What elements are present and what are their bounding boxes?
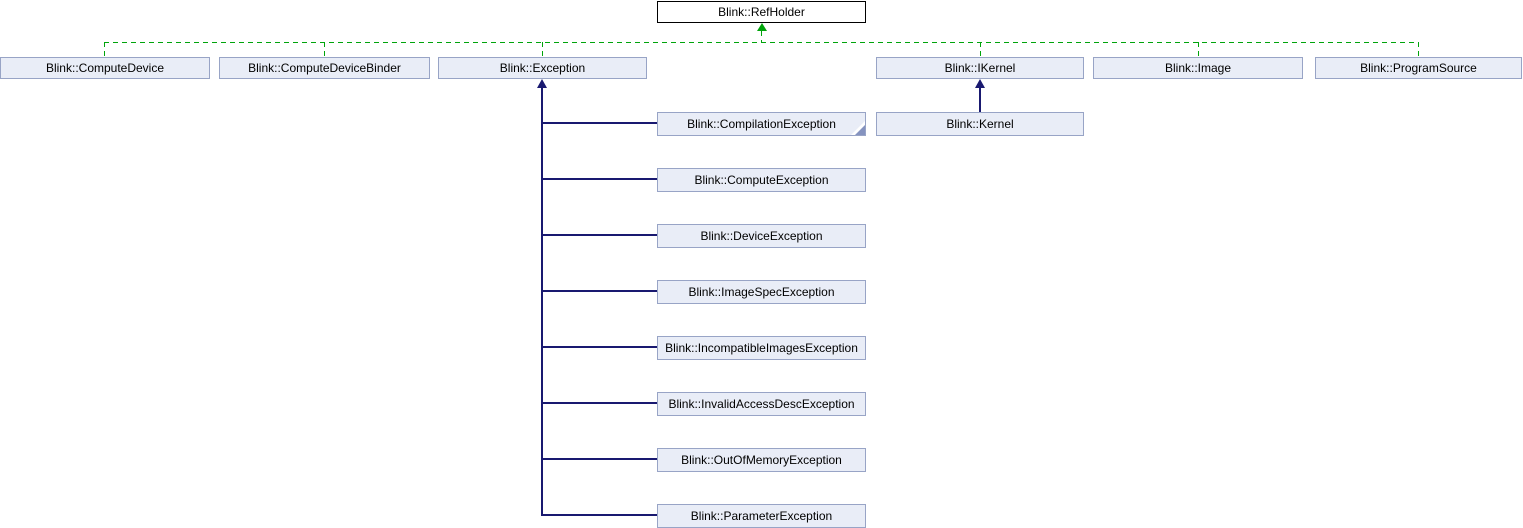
class-node-deviceexception[interactable]: Blink::DeviceException bbox=[657, 224, 866, 248]
class-node-exception[interactable]: Blink::Exception bbox=[438, 57, 647, 79]
dashed-connector-stub-programsource bbox=[1418, 42, 1419, 57]
class-node-compilationexception-label: Blink::CompilationException bbox=[687, 117, 836, 131]
class-node-ikernel[interactable]: Blink::IKernel bbox=[876, 57, 1084, 79]
class-node-image[interactable]: Blink::Image bbox=[1093, 57, 1303, 79]
dashed-connector-stub-exception bbox=[542, 42, 543, 57]
class-node-ikernel-label: Blink::IKernel bbox=[944, 61, 1016, 75]
class-node-computeexception-label: Blink::ComputeException bbox=[694, 173, 829, 187]
class-node-parameterexception[interactable]: Blink::ParameterException bbox=[657, 504, 866, 528]
class-node-computeexception[interactable]: Blink::ComputeException bbox=[657, 168, 866, 192]
inheritance-branch-deviceexception bbox=[542, 234, 657, 236]
class-node-computedevicebinder-label: Blink::ComputeDeviceBinder bbox=[248, 61, 401, 75]
class-node-outofmemoryexception-label: Blink::OutOfMemoryException bbox=[681, 453, 842, 467]
inheritance-trunk-exception bbox=[541, 86, 543, 516]
navy-arrow-up-ikernel-icon bbox=[975, 79, 985, 88]
inheritance-branch-compilationexception bbox=[542, 122, 657, 124]
class-node-incompatibleimagesexception-label: Blink::IncompatibleImagesException bbox=[665, 341, 858, 355]
inheritance-branch-invalidaccessdescexception bbox=[542, 402, 657, 404]
class-node-image-label: Blink::Image bbox=[1164, 61, 1232, 75]
class-node-imagespecexception-label: Blink::ImageSpecException bbox=[688, 285, 835, 299]
inheritance-branch-parameterexception bbox=[542, 514, 657, 516]
class-node-computedevice-label: Blink::ComputeDevice bbox=[45, 61, 165, 75]
class-node-programsource-label: Blink::ProgramSource bbox=[1360, 61, 1477, 75]
inheritance-branch-incompatibleimagesexception bbox=[542, 346, 657, 348]
dashed-connector-stub-computedevicebinder bbox=[324, 42, 325, 57]
class-node-invalidaccessdescexception[interactable]: Blink::InvalidAccessDescException bbox=[657, 392, 866, 416]
class-node-deviceexception-label: Blink::DeviceException bbox=[700, 229, 823, 243]
inheritance-branch-outofmemoryexception bbox=[542, 458, 657, 460]
class-node-kernel-label: Blink::Kernel bbox=[946, 117, 1014, 131]
dashed-connector-stub-image bbox=[1198, 42, 1199, 57]
dashed-connector-refholder-stub bbox=[761, 31, 762, 42]
class-node-compilationexception[interactable]: Blink::CompilationException bbox=[657, 112, 866, 136]
class-node-kernel[interactable]: Blink::Kernel bbox=[876, 112, 1084, 136]
inheritance-branch-computeexception bbox=[542, 178, 657, 180]
truncated-corner-icon bbox=[855, 125, 865, 135]
class-node-refholder[interactable]: Blink::RefHolder bbox=[657, 1, 866, 23]
class-node-imagespecexception[interactable]: Blink::ImageSpecException bbox=[657, 280, 866, 304]
dashed-connector-horizontal bbox=[104, 42, 1419, 43]
class-node-programsource[interactable]: Blink::ProgramSource bbox=[1315, 57, 1522, 79]
inheritance-branch-imagespecexception bbox=[542, 290, 657, 292]
class-node-computedevice[interactable]: Blink::ComputeDevice bbox=[0, 57, 210, 79]
class-node-parameterexception-label: Blink::ParameterException bbox=[690, 509, 833, 523]
class-node-refholder-label: Blink::RefHolder bbox=[718, 5, 805, 19]
class-node-outofmemoryexception[interactable]: Blink::OutOfMemoryException bbox=[657, 448, 866, 472]
class-node-invalidaccessdescexception-label: Blink::InvalidAccessDescException bbox=[668, 397, 855, 411]
class-node-incompatibleimagesexception[interactable]: Blink::IncompatibleImagesException bbox=[657, 336, 866, 360]
class-node-computedevicebinder[interactable]: Blink::ComputeDeviceBinder bbox=[219, 57, 430, 79]
green-arrow-up-refholder-icon bbox=[757, 23, 767, 31]
navy-arrow-up-exception-icon bbox=[537, 79, 547, 88]
dashed-connector-stub-ikernel bbox=[980, 42, 981, 57]
class-node-exception-label: Blink::Exception bbox=[499, 61, 586, 75]
dashed-connector-stub-computedevice bbox=[104, 42, 105, 57]
inheritance-line-kernel bbox=[979, 86, 981, 112]
